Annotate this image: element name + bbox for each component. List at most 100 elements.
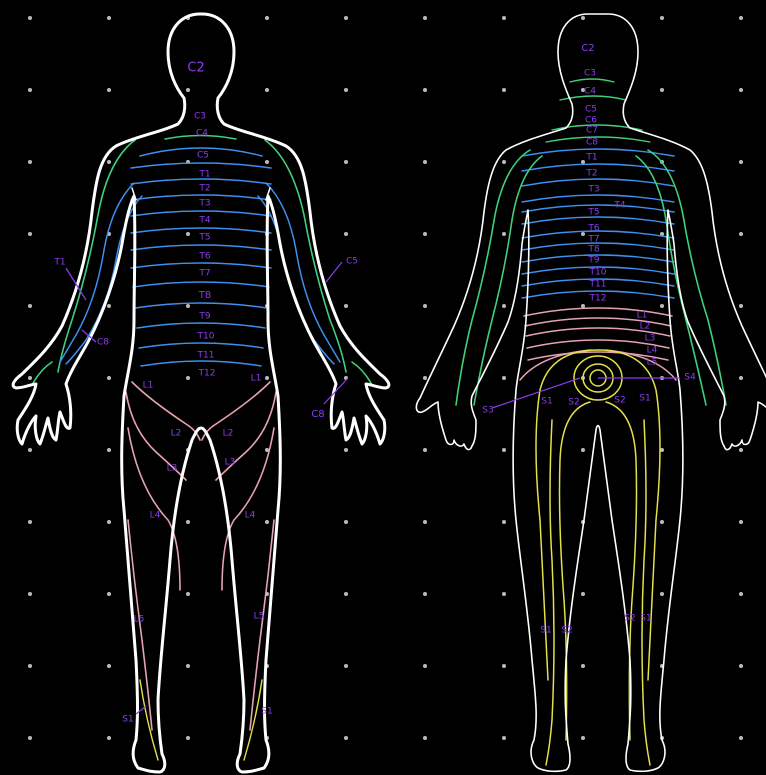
front-label-t11: T11 — [197, 351, 215, 361]
back-label-l2: L2 — [640, 322, 651, 332]
grid-dot — [423, 520, 427, 524]
grid-dot — [344, 160, 348, 164]
grid-dot — [581, 160, 585, 164]
back-s2-inner-left — [560, 402, 591, 740]
grid-dot — [28, 376, 32, 380]
front-c6-arm-left — [32, 362, 52, 385]
grid-dot — [186, 304, 190, 308]
grid-dot — [581, 592, 585, 596]
grid-dot — [186, 232, 190, 236]
grid-dot — [28, 88, 32, 92]
leader-back-s3 — [492, 378, 580, 408]
front-thoracic-band — [137, 323, 265, 328]
front-label-c4: C4 — [196, 129, 208, 139]
grid-dot — [423, 160, 427, 164]
grid-dot — [739, 520, 743, 524]
back-label-c6: C6 — [585, 116, 597, 126]
grid-dot — [265, 16, 269, 20]
front-l1-left — [132, 382, 200, 440]
grid-dot — [739, 664, 743, 668]
grid-dot — [344, 88, 348, 92]
grid-dot — [502, 160, 506, 164]
grid-dot — [28, 520, 32, 524]
grid-dot — [186, 736, 190, 740]
grid-dot — [28, 160, 32, 164]
back-c6-arm-left — [474, 156, 542, 405]
grid-dot — [265, 160, 269, 164]
grid-dot — [502, 664, 506, 668]
front-l4-left — [128, 520, 152, 730]
grid-dot — [107, 88, 111, 92]
front-label-t7: T7 — [198, 269, 210, 279]
front-label-l5-left: L5 — [134, 615, 145, 625]
front-label-l4-right: L4 — [245, 511, 256, 521]
front-label-l4-left: L4 — [150, 511, 161, 521]
grid-dot — [502, 736, 506, 740]
grid-dot — [660, 592, 664, 596]
back-label-c4: C4 — [584, 87, 596, 97]
front-label-t8: T8 — [198, 290, 211, 301]
grid-dot — [739, 592, 743, 596]
front-l3-left — [128, 428, 180, 590]
grid-dot — [28, 232, 32, 236]
grid-dot — [423, 448, 427, 452]
back-label-t11: T11 — [589, 280, 607, 290]
back-label-t2: T2 — [585, 169, 597, 179]
grid-dot — [660, 16, 664, 20]
grid-dot — [344, 16, 348, 20]
front-l3-right — [222, 428, 274, 590]
grid-dot — [344, 592, 348, 596]
front-labels: C2 C3 C4 C5 T1 T2 T3 T4 T5 T6 T7 T8 T9 T… — [53, 61, 358, 725]
grid-dot — [28, 448, 32, 452]
back-label-s4: S4 — [684, 373, 696, 383]
back-label-s1-leg-right: S1 — [640, 614, 651, 624]
back-label-c7: C7 — [586, 126, 598, 136]
grid-dot — [739, 736, 743, 740]
front-label-l5-right: L5 — [254, 612, 265, 622]
back-s1-leg-right — [642, 420, 650, 765]
front-thoracic-band — [131, 245, 271, 250]
front-label-t2: T2 — [198, 184, 210, 194]
grid-dot — [265, 376, 269, 380]
front-label-t5: T5 — [198, 233, 210, 243]
back-label-t1: T1 — [585, 153, 597, 163]
back-label-l1: L1 — [637, 311, 648, 321]
grid-dot — [107, 376, 111, 380]
grid-dot — [186, 520, 190, 524]
front-label-arm-c5: C5 — [346, 257, 358, 267]
back-s1-leg-left — [546, 420, 554, 765]
back-label-l4: L4 — [647, 346, 658, 356]
front-s1-right — [244, 680, 262, 760]
back-label-l5: L5 — [647, 358, 658, 368]
grid-dot — [581, 448, 585, 452]
front-label-t10: T10 — [197, 332, 215, 342]
front-thoracic-band — [131, 163, 271, 168]
front-label-arm-t1: T1 — [53, 258, 65, 268]
grid-dot — [739, 376, 743, 380]
grid-dot — [423, 232, 427, 236]
back-label-s1-b: S1 — [639, 394, 650, 404]
grid-dot — [265, 520, 269, 524]
grid-dot — [186, 592, 190, 596]
grid-dot — [107, 160, 111, 164]
grid-dot — [107, 592, 111, 596]
leader-front-c5-arm — [326, 262, 342, 282]
front-label-arm-c8: C8 — [97, 338, 109, 348]
front-label-t6: T6 — [198, 252, 210, 262]
grid-dot — [502, 232, 506, 236]
back-label-t4: T4 — [613, 201, 625, 211]
grid-dot — [502, 448, 506, 452]
front-label-l3-left: L3 — [167, 464, 178, 474]
grid-dot — [581, 16, 585, 20]
back-c4-band — [570, 79, 614, 82]
front-label-t12: T12 — [198, 369, 216, 379]
grid-dot — [344, 448, 348, 452]
front-lumbar-bands — [126, 382, 276, 730]
grid-dot — [423, 736, 427, 740]
grid-dot — [344, 736, 348, 740]
back-lumbar-band — [524, 308, 672, 316]
grid-dot — [423, 304, 427, 308]
front-label-c2: C2 — [187, 61, 204, 76]
back-label-s2-leg-left: S2 — [561, 626, 572, 636]
